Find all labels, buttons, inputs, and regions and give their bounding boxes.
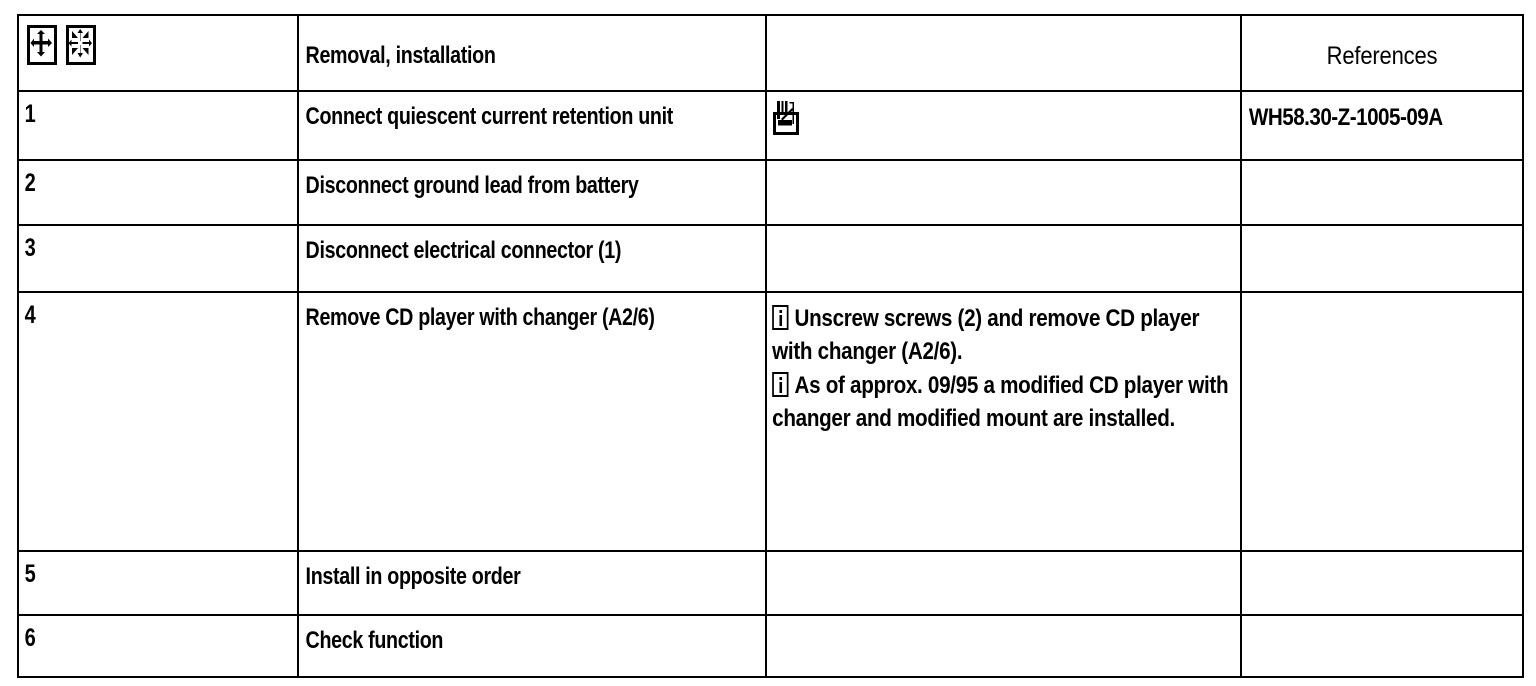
table-row: 4 Remove CD player with changer (A2/6) U…: [17, 291, 1524, 552]
manual-document-icon-wrap: [767, 92, 1240, 135]
step-number: 6: [24, 624, 36, 652]
cell-step-number: 1: [17, 90, 299, 161]
cell-reference: [1240, 614, 1524, 678]
procedure-table: Removal, installation References 1: [17, 14, 1524, 678]
cell-description: Remove CD player with changer (A2/6): [297, 291, 767, 552]
cell-notes: [765, 614, 1242, 678]
header-cell-description: Removal, installation: [297, 14, 767, 92]
cell-reference: [1240, 550, 1524, 616]
cell-reference: WH58.30-Z-1005-09A: [1240, 90, 1524, 161]
header-cell-notes: [765, 14, 1242, 92]
cell-notes: [765, 550, 1242, 616]
cell-reference: [1240, 291, 1524, 552]
info-icon: [772, 305, 789, 330]
table-header-row: Removal, installation References: [17, 14, 1524, 92]
reference-code: [1242, 616, 1483, 628]
note-item: As of approx. 09/95 a modified CD player…: [772, 369, 1244, 435]
table-row: 1 Connect quiescent current retention un…: [17, 90, 1524, 161]
cell-reference: [1240, 224, 1524, 293]
header-description-label: Removal, installation: [305, 42, 496, 69]
step-description: Check function: [305, 627, 444, 654]
cell-description: Disconnect ground lead from battery: [297, 159, 767, 226]
step-description: Remove CD player with changer (A2/6): [305, 304, 655, 331]
note-text: As of approx. 09/95 a modified CD player…: [772, 372, 1229, 433]
header-references-label: References: [1326, 42, 1438, 70]
note-text: Unscrew screws (2) and remove CD player …: [772, 305, 1200, 366]
cell-reference: [1240, 159, 1524, 226]
table-row: 5 Install in opposite order: [17, 550, 1524, 616]
cell-description: Install in opposite order: [297, 550, 767, 616]
reference-code: [1242, 552, 1483, 564]
cell-step-number: 6: [17, 614, 299, 678]
reference-code: [1242, 293, 1483, 305]
step-number: 5: [24, 560, 36, 588]
table-row: 2 Disconnect ground lead from battery: [17, 159, 1524, 226]
pictogram-group: [19, 16, 297, 65]
reference-code: [1242, 161, 1483, 173]
step-number: 2: [24, 169, 36, 197]
table-row: 3 Disconnect electrical connector (1): [17, 224, 1524, 293]
step-description: Disconnect ground lead from battery: [305, 172, 639, 199]
manual-document-icon: [773, 101, 799, 135]
cell-step-number: 5: [17, 550, 299, 616]
notes-block: Unscrew screws (2) and remove CD player …: [767, 293, 1249, 435]
cell-description: Disconnect electrical connector (1): [297, 224, 767, 293]
cell-notes: [765, 90, 1242, 161]
header-cell-references: References: [1240, 14, 1524, 92]
note-item: Unscrew screws (2) and remove CD player …: [772, 302, 1244, 368]
reference-code: [1242, 226, 1483, 238]
step-number: 4: [24, 301, 36, 329]
step-number: 1: [24, 100, 36, 128]
cell-step-number: 4: [17, 291, 299, 552]
cell-description: Check function: [297, 614, 767, 678]
step-description: Install in opposite order: [305, 563, 521, 590]
cell-description: Connect quiescent current retention unit: [297, 90, 767, 161]
step-description: Connect quiescent current retention unit: [305, 103, 674, 130]
step-description: Disconnect electrical connector (1): [305, 237, 622, 264]
header-cell-pictograms: [17, 14, 299, 92]
cell-step-number: 3: [17, 224, 299, 293]
reference-code: WH58.30-Z-1005-09A: [1248, 104, 1443, 131]
cell-notes: Unscrew screws (2) and remove CD player …: [765, 291, 1242, 552]
installation-pictogram-icon: [66, 25, 96, 65]
info-icon: [772, 372, 789, 398]
step-number: 3: [24, 234, 36, 262]
removal-pictogram-icon: [27, 25, 57, 65]
cell-notes: [765, 224, 1242, 293]
cell-step-number: 2: [17, 159, 299, 226]
table-row: 6 Check function: [17, 614, 1524, 678]
cell-notes: [765, 159, 1242, 226]
